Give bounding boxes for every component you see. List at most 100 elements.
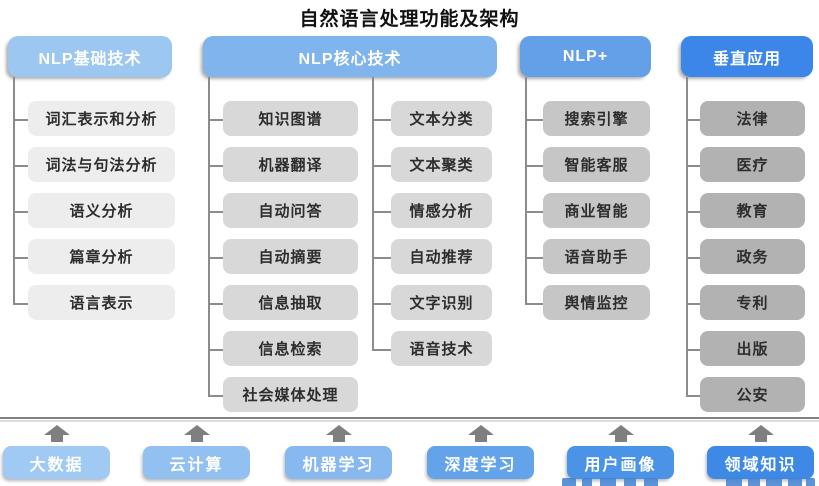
connector-branch — [525, 164, 543, 167]
item-box-vertical-apps: 教育 — [700, 193, 805, 228]
connector-branch — [686, 394, 700, 397]
connector-branch — [13, 302, 28, 305]
item-box-nlp-plus: 商业智能 — [543, 193, 650, 228]
item-box-nlp-basic: 词汇表示和分析 — [28, 101, 175, 136]
up-arrow-icon — [43, 425, 70, 435]
item-box-nlp-basic: 语义分析 — [28, 193, 175, 228]
item-box-nlp-core: 信息检索 — [223, 331, 358, 366]
connector-branch — [372, 210, 391, 213]
connector-branch — [686, 210, 700, 213]
item-box-nlp-basic: 词法与句法分析 — [28, 147, 175, 182]
connector-branch — [13, 118, 28, 121]
item-box-vertical-apps: 政务 — [700, 239, 805, 274]
column-header-nlp-core: NLP核心技术 — [203, 36, 497, 77]
page-title: 自然语言处理功能及架构 — [299, 9, 520, 30]
connector-branch — [208, 348, 223, 351]
connector-branch — [208, 302, 223, 305]
item-box-nlp-plus: 智能客服 — [543, 147, 650, 182]
up-arrow-stem — [332, 435, 345, 442]
item-box-vertical-apps: 医疗 — [700, 147, 805, 182]
item-box-nlp-core: 知识图谱 — [223, 101, 358, 136]
watermark-fragment — [806, 478, 815, 486]
up-arrow-stem — [614, 435, 627, 442]
connector-branch — [686, 302, 700, 305]
item-box-nlp-plus: 舆情监控 — [543, 285, 650, 320]
watermark-fragment — [748, 478, 760, 486]
connector-trunk — [372, 77, 374, 351]
connector-trunk — [686, 77, 688, 397]
up-arrow-stem — [50, 435, 63, 442]
connector-branch — [372, 348, 391, 351]
item-box-vertical-apps: 专利 — [700, 285, 805, 320]
item-box-vertical-apps: 公安 — [700, 377, 805, 412]
item-box-nlp-core: 社会媒体处理 — [223, 377, 358, 412]
connector-branch — [13, 164, 28, 167]
connector-branch — [372, 302, 391, 305]
connector-branch — [13, 256, 28, 259]
watermark-fragment — [624, 478, 636, 486]
connector-branch — [372, 256, 391, 259]
item-box-nlp-core: 文字识别 — [391, 285, 492, 320]
connector-branch — [686, 348, 700, 351]
divider-line-light — [0, 420, 819, 422]
up-arrow-stem — [754, 435, 767, 442]
connector-branch — [208, 164, 223, 167]
connector-branch — [208, 210, 223, 213]
up-arrow-icon — [747, 425, 774, 435]
watermark-fragment — [788, 478, 802, 486]
up-arrow-stem — [474, 435, 487, 442]
connector-branch — [372, 164, 391, 167]
foundation-box: 大数据 — [3, 446, 110, 479]
connector-branch — [525, 302, 543, 305]
foundation-box: 云计算 — [143, 446, 250, 479]
watermark-fragment — [726, 478, 742, 486]
item-box-nlp-basic: 语言表示 — [28, 285, 175, 320]
connector-branch — [686, 164, 700, 167]
connector-trunk — [525, 77, 527, 305]
connector-trunk — [208, 77, 210, 397]
watermark-fragment — [600, 478, 616, 486]
connector-branch — [525, 118, 543, 121]
item-box-nlp-core: 文本聚类 — [391, 147, 492, 182]
column-header-nlp-basic: NLP基础技术 — [8, 36, 172, 77]
connector-branch — [686, 256, 700, 259]
connector-branch — [13, 210, 28, 213]
up-arrow-icon — [607, 425, 634, 435]
item-box-vertical-apps: 法律 — [700, 101, 805, 136]
connector-branch — [208, 256, 223, 259]
item-box-nlp-plus: 语音助手 — [543, 239, 650, 274]
column-header-nlp-plus: NLP+ — [520, 36, 651, 77]
item-box-nlp-plus: 搜索引擎 — [543, 101, 650, 136]
foundation-box: 深度学习 — [427, 446, 534, 479]
item-box-nlp-core: 自动问答 — [223, 193, 358, 228]
item-box-nlp-core: 文本分类 — [391, 101, 492, 136]
item-box-nlp-core: 自动推荐 — [391, 239, 492, 274]
up-arrow-icon — [183, 425, 210, 435]
watermark-fragment — [582, 478, 592, 486]
item-box-nlp-basic: 篇章分析 — [28, 239, 175, 274]
connector-branch — [372, 118, 391, 121]
connector-trunk — [13, 77, 15, 305]
item-box-nlp-core: 语音技术 — [391, 331, 492, 366]
divider-line-dark — [0, 417, 819, 419]
item-box-nlp-core: 信息抽取 — [223, 285, 358, 320]
column-header-vertical-apps: 垂直应用 — [681, 36, 813, 77]
watermark-fragment — [562, 478, 576, 486]
foundation-box: 机器学习 — [285, 446, 392, 479]
up-arrow-stem — [190, 435, 203, 442]
watermark-fragment — [766, 478, 782, 486]
connector-branch — [208, 394, 223, 397]
item-box-nlp-core: 自动摘要 — [223, 239, 358, 274]
watermark-fragment — [644, 478, 658, 486]
up-arrow-icon — [325, 425, 352, 435]
connector-branch — [525, 256, 543, 259]
connector-branch — [525, 210, 543, 213]
item-box-vertical-apps: 出版 — [700, 331, 805, 366]
up-arrow-icon — [467, 425, 494, 435]
connector-branch — [686, 118, 700, 121]
item-box-nlp-core: 机器翻译 — [223, 147, 358, 182]
foundation-box: 领域知识 — [707, 446, 814, 479]
foundation-box: 用户画像 — [567, 446, 674, 479]
item-box-nlp-core: 情感分析 — [391, 193, 492, 228]
